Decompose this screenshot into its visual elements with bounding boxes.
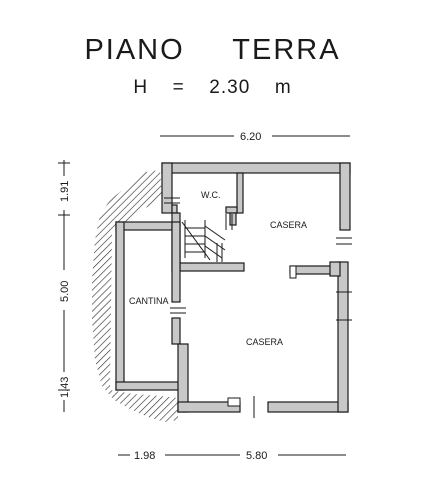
dimension-left-upper: 1.91 xyxy=(59,181,71,202)
staircase xyxy=(181,220,226,261)
plan-title: PIANO TERRA xyxy=(84,34,341,66)
dimension-top-width: 6.20 xyxy=(240,131,261,143)
room-label-casera-top: CASERA xyxy=(270,220,307,230)
dimension-bottom-left: 1.98 xyxy=(134,450,155,462)
terrain-hatching xyxy=(92,170,178,422)
dimension-left-middle: 5.00 xyxy=(59,281,71,302)
room-label-cantina: CANTINA xyxy=(129,296,169,306)
ceiling-height: H = 2.30 m xyxy=(133,77,292,98)
door-ticks xyxy=(164,197,352,418)
windows xyxy=(227,265,297,407)
room-label-wc: W.C. xyxy=(201,190,221,200)
left-dimension xyxy=(58,160,70,412)
walls xyxy=(115,162,351,413)
dimension-bottom-right: 5.80 xyxy=(246,450,267,462)
room-label-casera-bottom: CASERA xyxy=(246,337,283,347)
dimension-left-lower: 1.43 xyxy=(59,377,71,398)
